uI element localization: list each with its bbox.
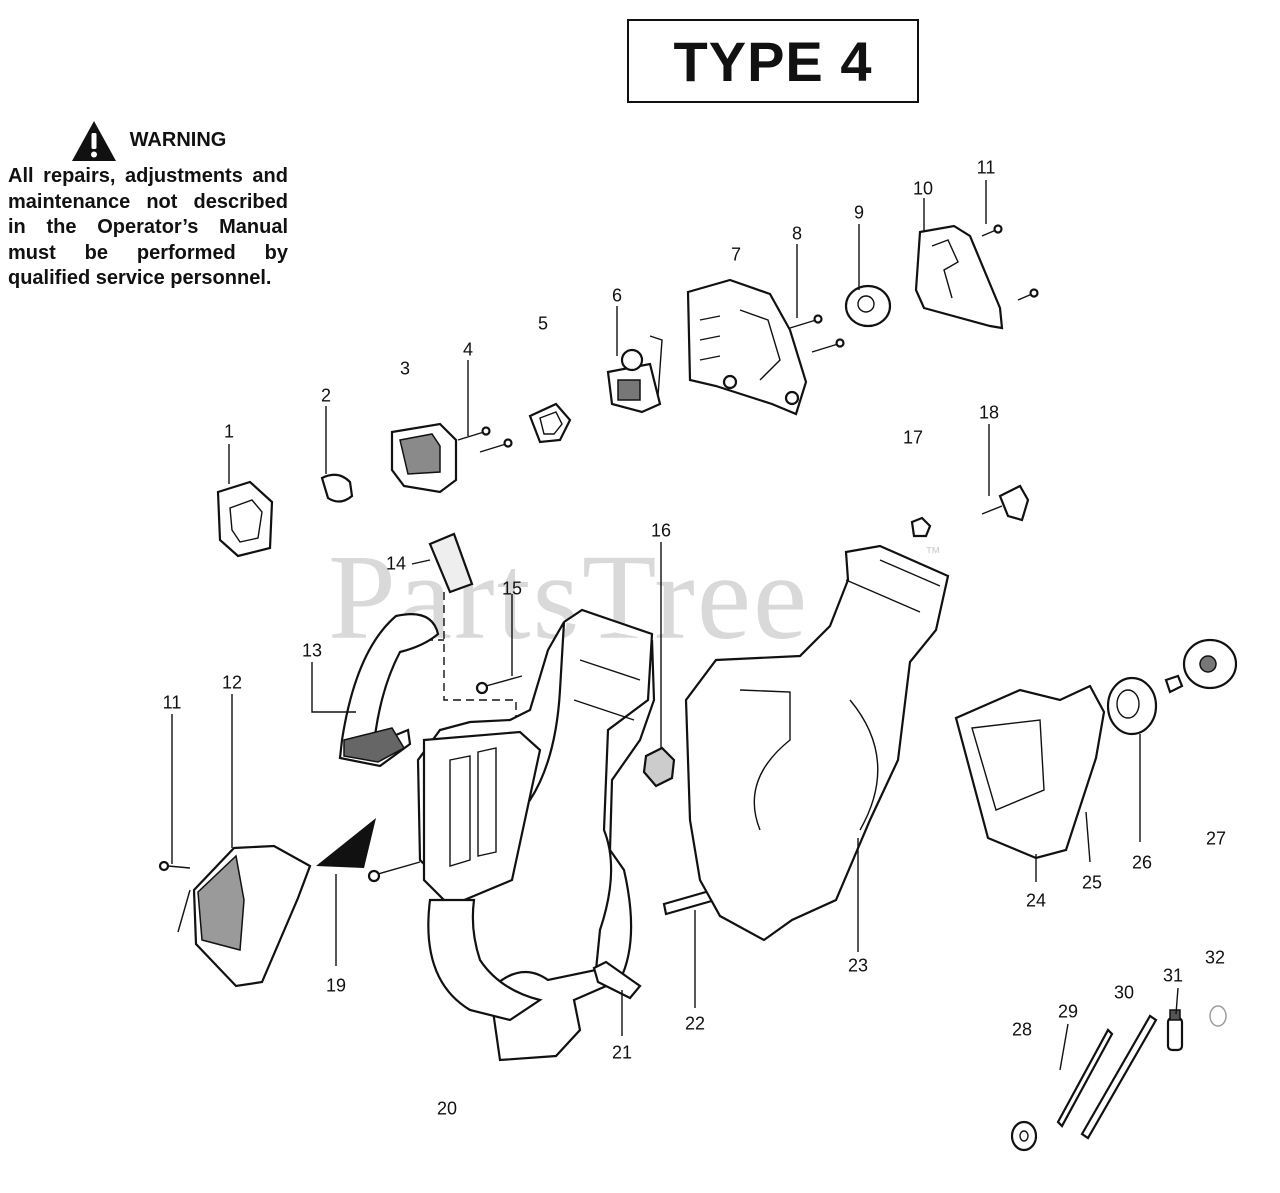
callout-7: 7	[730, 244, 742, 265]
part-7-housing	[686, 278, 808, 416]
part-2-plug	[320, 473, 354, 503]
callout-28: 28	[1011, 1019, 1033, 1040]
part-9-ring	[844, 284, 892, 328]
callout-10: 10	[912, 178, 934, 199]
part-31-filter	[1166, 1009, 1184, 1052]
callout-12: 12	[221, 672, 243, 693]
callout-30: 30	[1113, 982, 1135, 1003]
callout-17: 17	[902, 427, 924, 448]
part-14-pad	[428, 532, 474, 594]
callout-11-top: 11	[976, 157, 996, 178]
callout-27: 27	[1205, 828, 1227, 849]
part-20-blower-housing	[416, 608, 656, 1062]
callout-2: 2	[320, 385, 332, 406]
leader-lines	[171, 180, 1179, 1071]
part-12-cover	[192, 844, 312, 988]
part-6-carburetor	[606, 335, 663, 414]
part-25-elbow	[954, 684, 1106, 860]
part-1-gasket	[216, 480, 274, 558]
diagram-title: TYPE 4	[627, 19, 919, 103]
callout-11-lower: 11	[162, 692, 182, 713]
callout-18: 18	[978, 402, 1000, 423]
callout-19: 19	[325, 975, 347, 996]
part-32-clip	[1209, 1005, 1227, 1027]
callout-13: 13	[301, 640, 323, 661]
callout-15: 15	[501, 578, 523, 599]
callout-16: 16	[650, 520, 672, 541]
part-3-block	[390, 422, 458, 494]
warning-triangle-icon	[71, 121, 116, 161]
part-5-gasket	[528, 402, 572, 444]
callout-24: 24	[1025, 890, 1047, 911]
warning-notice: WARNING All repairs, adjustments and mai…	[8, 118, 288, 292]
part-4-screws	[457, 426, 513, 453]
callout-20: 20	[436, 1098, 458, 1119]
callout-9: 9	[853, 202, 865, 223]
callout-26: 26	[1131, 852, 1153, 873]
part-21-clip	[592, 960, 642, 1000]
callout-23: 23	[847, 955, 869, 976]
part-27-cap	[1164, 638, 1238, 694]
watermark-trademark: ™	[925, 545, 941, 562]
callout-1: 1	[223, 421, 235, 442]
callout-29: 29	[1057, 1001, 1079, 1022]
part-17-nut	[910, 516, 932, 538]
part-23-inner-shell	[684, 544, 950, 942]
part-11-screws-top	[981, 224, 1039, 301]
part-30-tube	[1080, 1014, 1158, 1140]
part-19-screen	[316, 818, 376, 868]
part-29-tube	[1056, 1028, 1114, 1128]
part-10-plate	[914, 224, 1004, 330]
part-13-handle	[338, 613, 440, 768]
part-28-washer	[1010, 1120, 1038, 1152]
warning-heading: WARNING	[129, 129, 227, 152]
part-18-knob	[981, 484, 1030, 522]
callout-22: 22	[684, 1013, 706, 1034]
callout-14: 14	[385, 553, 407, 574]
callout-31: 31	[1162, 965, 1184, 986]
callout-4: 4	[462, 339, 474, 360]
part-15-screw	[475, 675, 523, 695]
callout-25: 25	[1081, 872, 1103, 893]
warning-text: All repairs, adjustments and maintenance…	[8, 165, 288, 289]
assembly-guide-line	[443, 592, 517, 720]
part-8-screws	[789, 314, 845, 353]
callout-6: 6	[611, 285, 623, 306]
part-26-ring	[1106, 676, 1158, 736]
callout-3: 3	[399, 358, 411, 379]
part-11-screw-lower	[158, 860, 191, 933]
part-16-gear	[642, 746, 676, 788]
callout-32: 32	[1204, 947, 1226, 968]
callout-5: 5	[537, 313, 549, 334]
callout-21: 21	[611, 1042, 633, 1063]
callout-8: 8	[791, 223, 803, 244]
part-20-screw	[367, 861, 421, 883]
